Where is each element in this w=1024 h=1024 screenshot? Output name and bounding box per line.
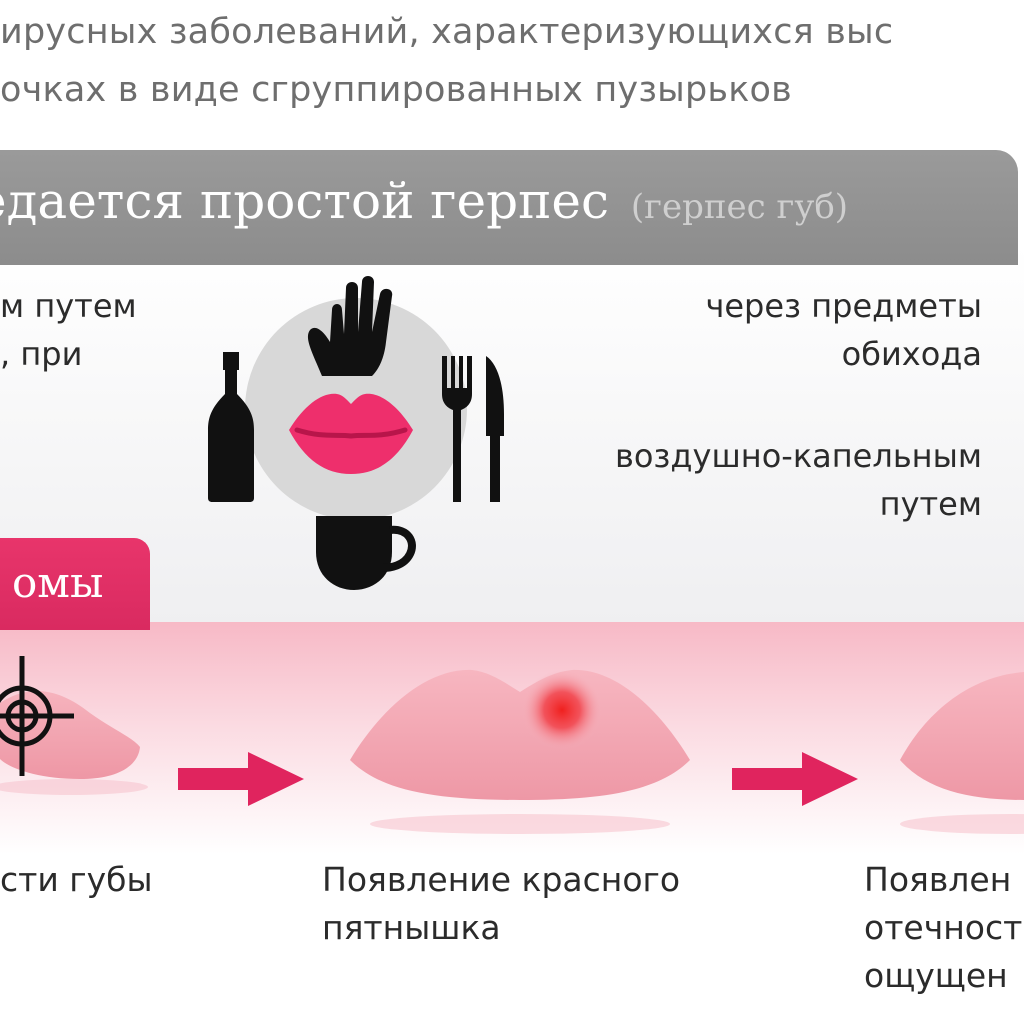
stage-1-caption: сти губы [0,860,153,899]
arrow-right-icon [732,752,858,806]
transmission-banner: редается простой герпес (герпес губ) [0,150,1018,265]
symptoms-tab: омы [0,538,150,630]
intro-line-2: очках в виде сгруппированных пузырьков [0,70,792,110]
way-household-line-1: через предметы [705,287,982,325]
stage-2-lip-image [350,669,690,834]
way-left-line-2: , при [0,335,83,373]
banner-title: редается простой герпес (герпес губ) [0,172,848,230]
cup-icon [316,516,416,590]
target-icon [0,656,74,776]
knife-icon [486,356,504,502]
stage-3-caption-line-3: ощущен [864,956,1008,995]
banner-title-text: редается простой герпес [0,172,610,230]
lips-icon [289,393,413,474]
fork-icon [442,356,472,502]
way-airborne-line-1: воздушно-капельным [614,437,982,475]
stage-2-caption-line-1: Появление красного [322,860,681,899]
intro-line-1: ирусных заболеваний, характеризующихся в… [0,12,894,52]
symptoms-tab-label: омы [12,558,104,607]
stage-2-caption-line-2: пятнышка [322,908,501,947]
stage-3-caption-line-1: Появлен [864,860,1012,899]
hand-icon [307,276,393,376]
stage-3-caption-line-2: отечност [864,908,1023,947]
way-airborne-line-2: путем [879,485,982,523]
stage-3-lip-image [900,672,1024,834]
transmission-section [0,245,1024,625]
arrow-right-icon [178,752,304,806]
bottle-icon [208,352,254,502]
banner-subtitle: (герпес губ) [630,187,849,227]
way-household-line-2: обихода [841,335,982,373]
way-left-line-1: м путем [0,287,137,325]
